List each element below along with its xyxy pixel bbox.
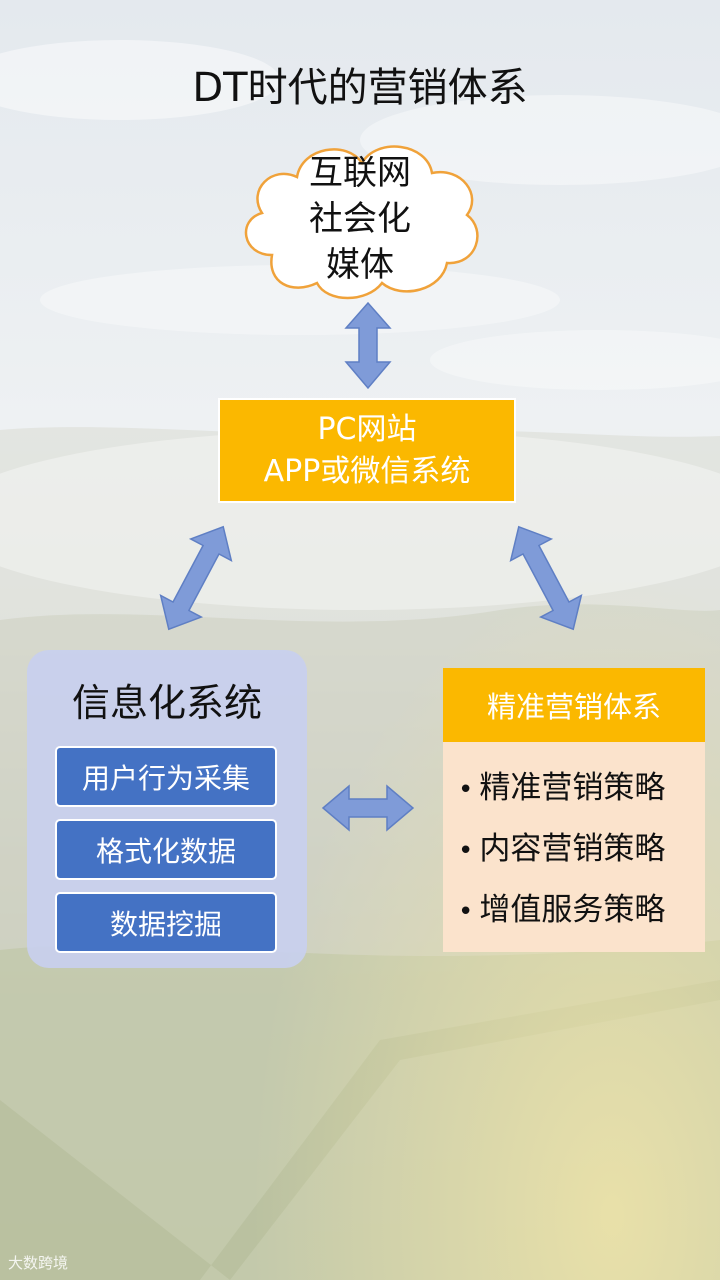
marketing-item: •精准营销策略 <box>458 762 708 807</box>
info-item-mining: 数据挖掘 <box>55 892 277 953</box>
info-item-format: 格式化数据 <box>55 819 277 880</box>
pc-box-line2: APP或微信系统 <box>263 453 471 489</box>
pc-box-line1: PC网站 <box>317 411 417 447</box>
cloud-label: 互联网 社会化 媒体 <box>262 150 458 288</box>
bullet-icon: • <box>458 897 474 927</box>
bullet-icon: • <box>458 775 474 805</box>
cloud-line: 媒体 <box>326 245 394 285</box>
info-item-collect: 用户行为采集 <box>55 746 277 807</box>
page-title: DT时代的营销体系 <box>192 65 528 111</box>
pc-app-box: PC网站 APP或微信系统 <box>218 398 516 503</box>
marketing-item: •内容营销策略 <box>458 823 708 868</box>
cloud-shape <box>244 145 479 300</box>
marketing-item-label: 增值服务策略 <box>479 892 666 928</box>
watermark: 大数跨境 <box>8 1254 69 1272</box>
bullet-icon: • <box>458 836 474 866</box>
marketing-item-label: 内容营销策略 <box>479 831 666 867</box>
info-system-title: 信息化系统 <box>71 681 262 725</box>
marketing-system-title: 精准营销体系 <box>443 668 705 742</box>
cloud-line: 互联网 <box>309 153 411 193</box>
marketing-system-body <box>443 742 705 952</box>
marketing-item: •增值服务策略 <box>458 884 708 929</box>
cloud-line: 社会化 <box>309 199 411 239</box>
marketing-item-label: 精准营销策略 <box>479 770 666 806</box>
